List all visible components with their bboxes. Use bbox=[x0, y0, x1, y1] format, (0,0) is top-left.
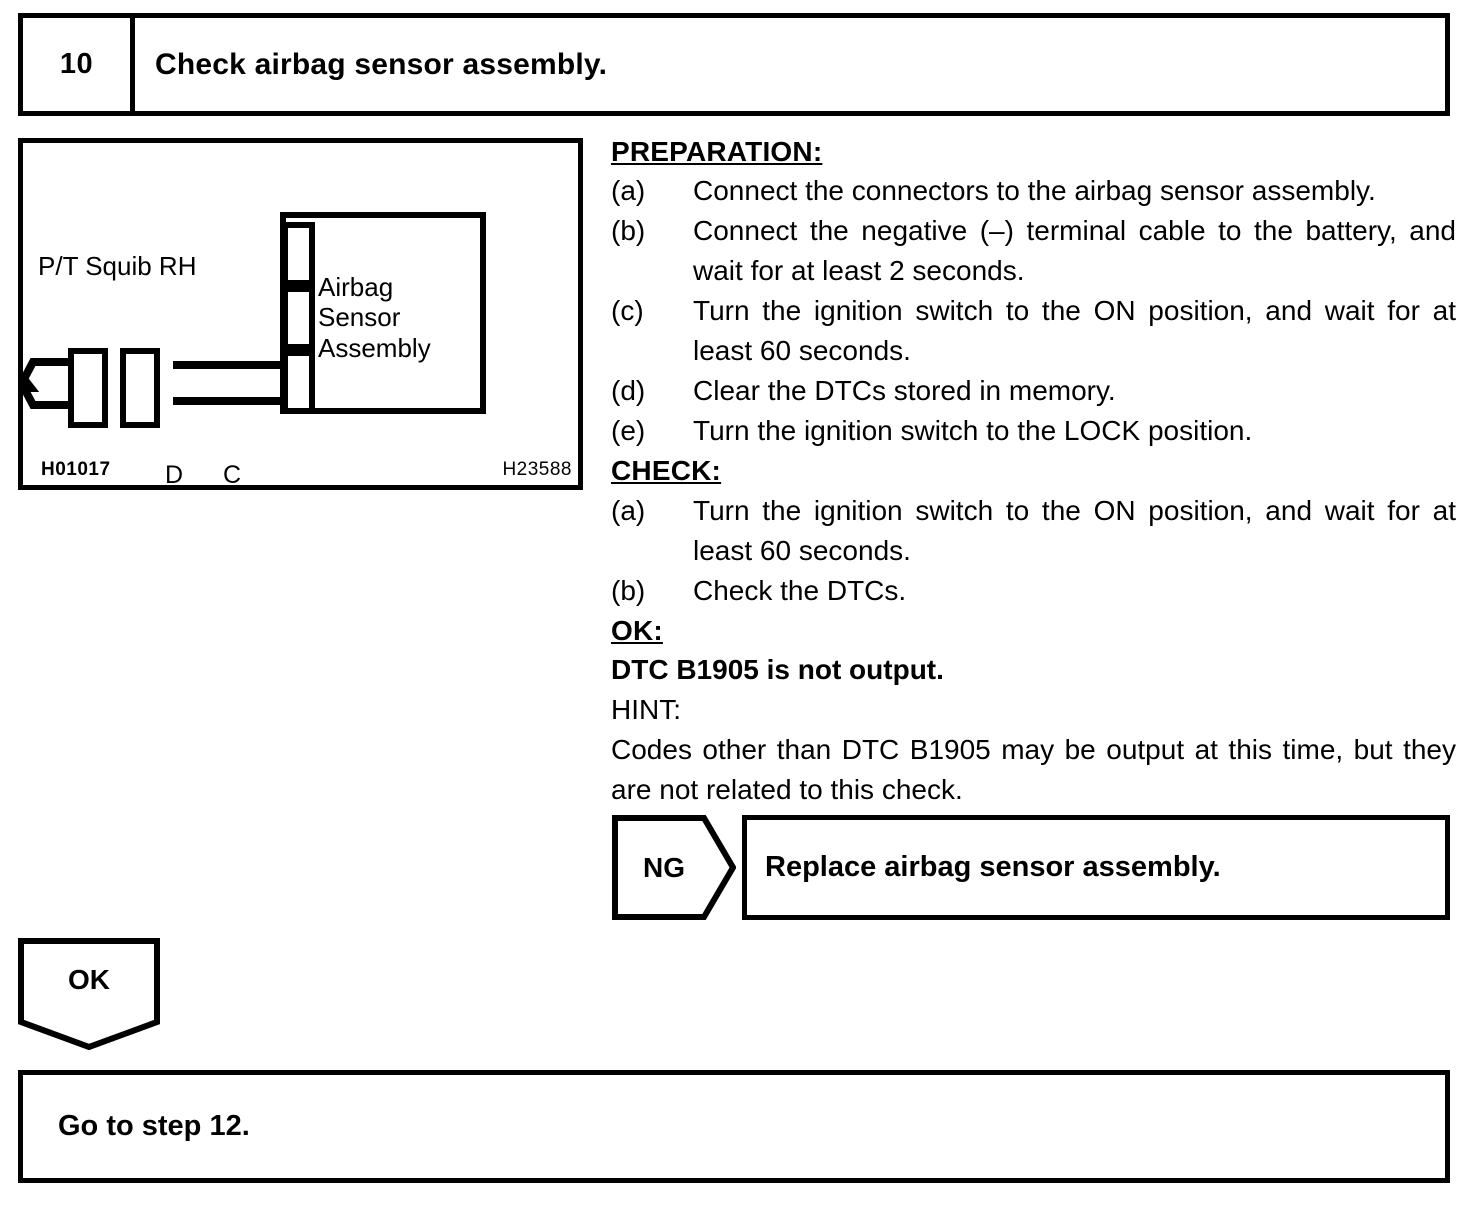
connector-c-body bbox=[120, 348, 160, 428]
figure-label-assembly: Airbag Sensor Assembly bbox=[318, 272, 431, 363]
step-title-cell: Check airbag sensor assembly. bbox=[135, 18, 1445, 111]
check-step-a: (a) Turn the ignition switch to the ON p… bbox=[611, 491, 1456, 571]
assembly-label-line-3: Assembly bbox=[318, 332, 431, 363]
terminal-slot-2 bbox=[282, 286, 315, 350]
ng-action-text: Replace airbag sensor assembly. bbox=[765, 851, 1221, 883]
step-marker: (b) bbox=[611, 574, 646, 606]
ng-label: NG bbox=[643, 851, 685, 883]
squib-lead bbox=[23, 358, 73, 409]
assembly-label-line-1: Airbag bbox=[318, 272, 394, 302]
step-text: Check the DTCs. bbox=[693, 574, 907, 606]
preparation-step-e: (e) Turn the ignition switch to the LOCK… bbox=[611, 411, 1456, 451]
step-text: Connect the negative (–) terminal cable … bbox=[693, 215, 1456, 287]
goto-step-box: Go to step 12. bbox=[18, 1070, 1450, 1183]
step-text: Clear the DTCs stored in memory. bbox=[693, 375, 1116, 407]
wiring-diagram-svg bbox=[23, 212, 486, 428]
goto-step-text: Go to step 12. bbox=[58, 1110, 250, 1142]
figure-label-squib: P/T Squib RH bbox=[38, 251, 197, 281]
ok-condition: DTC B1905 is not output. bbox=[611, 653, 944, 685]
step-marker: (d) bbox=[611, 375, 646, 407]
step-text: Connect the connectors to the airbag sen… bbox=[693, 175, 1376, 207]
step-marker: (c) bbox=[611, 295, 644, 327]
ok-arrow-shape bbox=[18, 938, 160, 1050]
figure-code-left: H01017 bbox=[41, 459, 111, 480]
step-text: Turn the ignition switch to the LOCK pos… bbox=[693, 415, 1253, 447]
step-marker: (a) bbox=[611, 175, 646, 207]
ng-branch: NG Replace airbag sensor assembly. bbox=[612, 815, 1450, 920]
connector-d-body bbox=[68, 348, 108, 428]
step-text: Turn the ignition switch to the ON posit… bbox=[693, 494, 1456, 566]
preparation-step-c: (c) Turn the ignition switch to the ON p… bbox=[611, 291, 1456, 371]
ng-arrow-shape bbox=[612, 815, 736, 920]
step-number-cell: 10 bbox=[23, 18, 135, 111]
figure-label-connector-d: D bbox=[165, 461, 184, 489]
check-heading: CHECK: bbox=[611, 455, 722, 487]
ok-branch: OK bbox=[18, 938, 160, 1050]
figure-panel: P/T Squib RH D C Airbag Sensor Assembly … bbox=[18, 138, 583, 490]
hint-heading: HINT: bbox=[611, 693, 681, 725]
preparation-heading: PREPARATION: bbox=[611, 136, 823, 167]
step-number: 10 bbox=[59, 48, 94, 80]
ng-result-box: Replace airbag sensor assembly. bbox=[742, 815, 1450, 920]
ok-heading: OK: bbox=[611, 614, 663, 646]
preparation-step-a: (a) Connect the connectors to the airbag… bbox=[611, 171, 1456, 211]
terminal-slot-3 bbox=[282, 350, 315, 414]
instructions-column: PREPARATION: (a) Connect the connectors … bbox=[611, 132, 1456, 810]
figure-code-right: H23588 bbox=[502, 459, 572, 480]
figure-label-connector-c: C bbox=[223, 461, 242, 489]
step-text: Turn the ignition switch to the ON posit… bbox=[693, 295, 1456, 367]
step-header-table: 10 Check airbag sensor assembly. bbox=[18, 13, 1450, 116]
step-marker: (e) bbox=[611, 415, 646, 447]
hint-text: Codes other than DTC B1905 may be output… bbox=[611, 733, 1456, 805]
check-step-b: (b) Check the DTCs. bbox=[611, 571, 1456, 611]
step-title: Check airbag sensor assembly. bbox=[155, 47, 608, 81]
assembly-label-line-2: Sensor bbox=[318, 302, 401, 333]
ok-label: OK bbox=[68, 964, 110, 995]
preparation-step-d: (d) Clear the DTCs stored in memory. bbox=[611, 371, 1456, 411]
preparation-step-b: (b) Connect the negative (–) terminal ca… bbox=[611, 211, 1456, 291]
step-marker: (b) bbox=[611, 215, 646, 247]
step-marker: (a) bbox=[611, 494, 646, 526]
terminal-slot-1 bbox=[282, 222, 315, 286]
